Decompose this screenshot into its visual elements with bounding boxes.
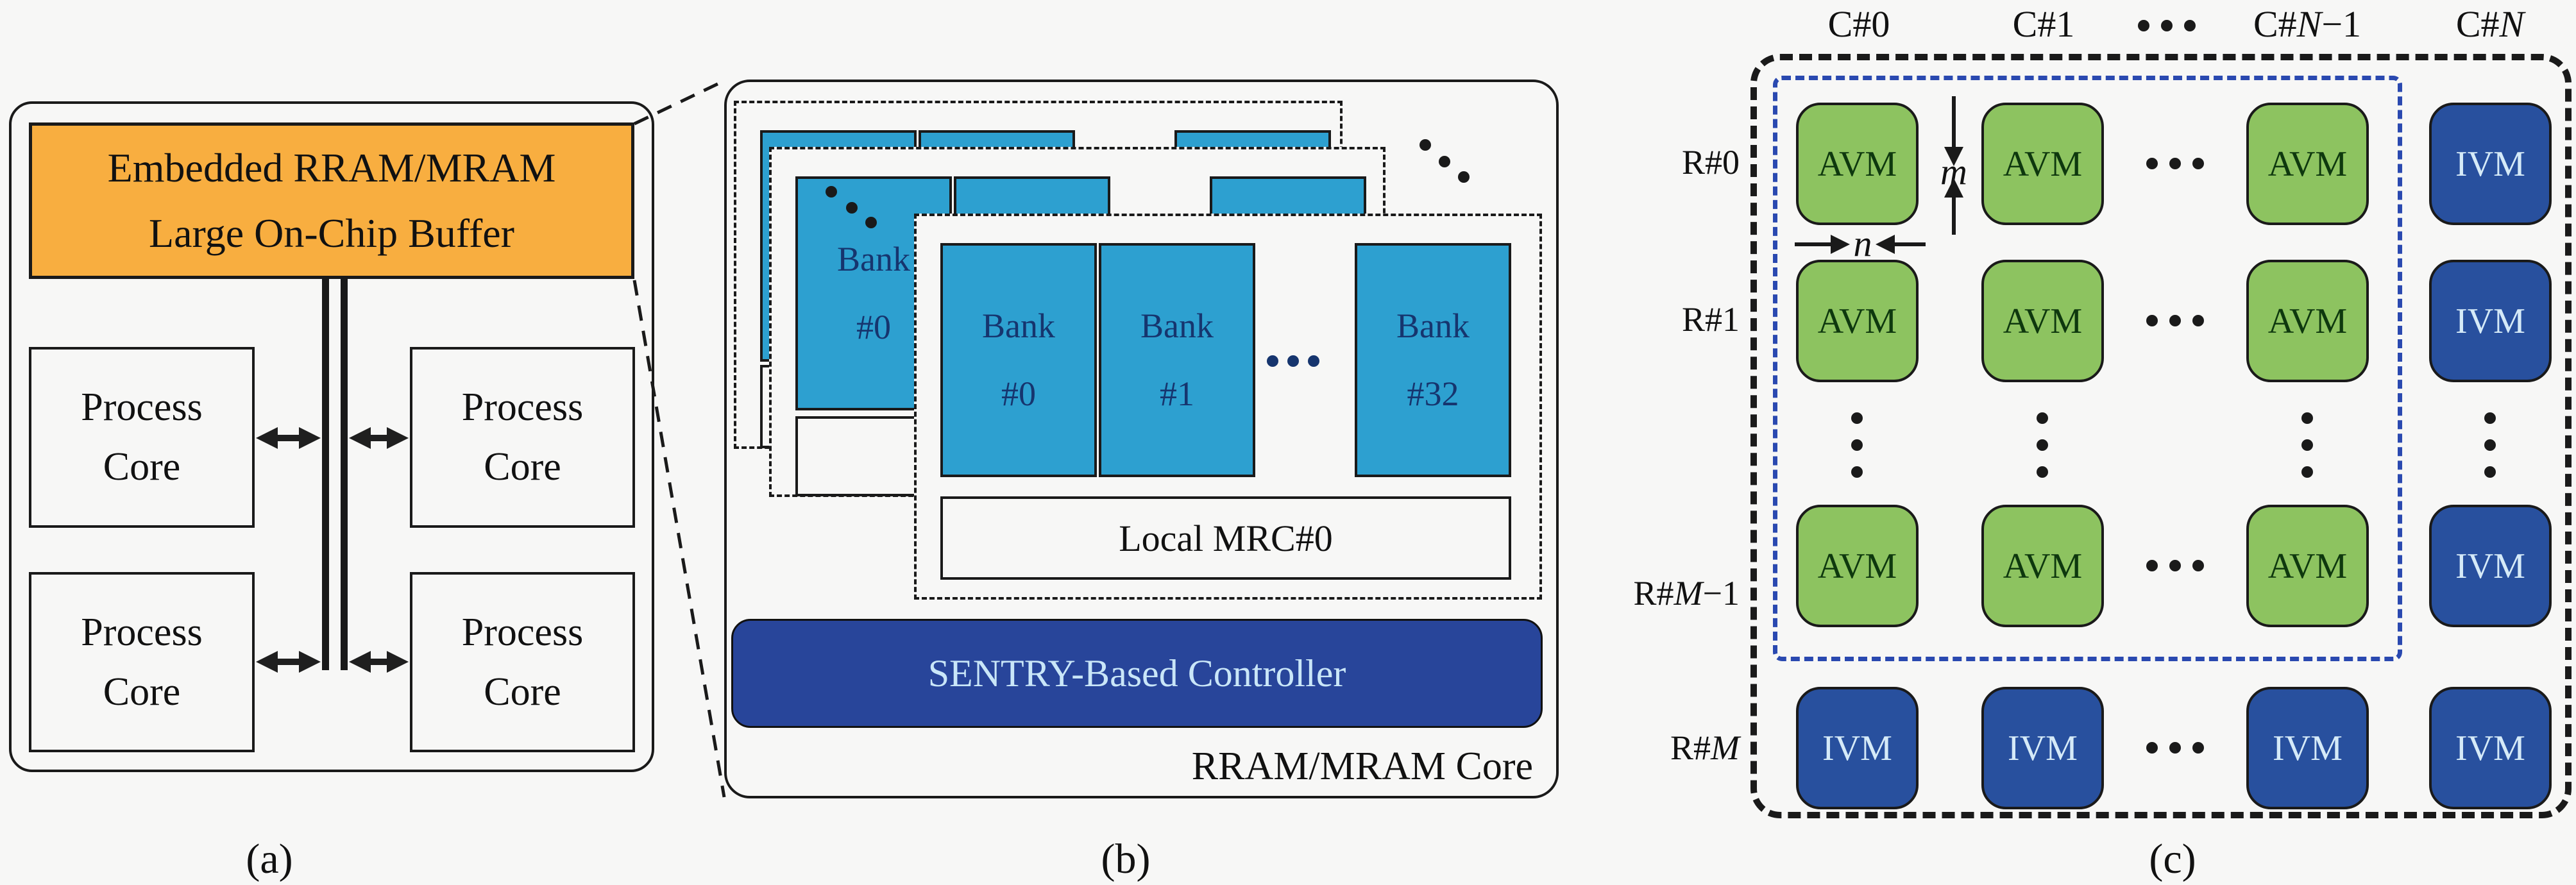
- h-ellipsis-icon-col-labels: [2138, 20, 2196, 31]
- memory-array-outline: [1750, 54, 2572, 818]
- core-label: Core: [484, 670, 561, 714]
- buffer-label-line1: Embedded RRAM/MRAM: [107, 144, 556, 190]
- col-label-cn-1: C#N−1: [2253, 3, 2362, 45]
- col-label-c1: C#1: [2012, 3, 2075, 45]
- core-label: Core: [484, 445, 561, 489]
- bank-group-front: Bank#0 Bank#1 Bank#32 Local MRC#0: [914, 214, 1542, 600]
- ivm-block-r1-cn: IVM: [2429, 260, 2552, 382]
- bank-front-0: Bank#0: [940, 243, 1097, 477]
- core-label: Core: [103, 670, 181, 714]
- process-core-bottom-left: Process Core: [29, 572, 255, 752]
- avm-block-r0-c0: AVM: [1796, 103, 1919, 225]
- col-label-c0: C#0: [1827, 3, 1890, 45]
- dim-label-m: m: [1940, 151, 1967, 192]
- process-core-bottom-right: Process Core: [410, 572, 635, 752]
- row-label-rm-1: R#M−1: [1633, 574, 1740, 612]
- rram-mram-core-label: RRAM/MRAM Core: [1191, 745, 1533, 788]
- col-label-cn: C#N: [2455, 3, 2525, 45]
- caption-panel-a: (a): [246, 836, 293, 882]
- bus-line-left: [322, 279, 329, 670]
- embedded-buffer-block: Embedded RRAM/MRAM Large On-Chip Buffer: [29, 122, 634, 279]
- ivm-block-rm-c1: IVM: [1981, 687, 2104, 809]
- core-label: Process: [81, 610, 203, 654]
- core-label: Core: [103, 445, 181, 489]
- avm-block-r0-cn-1: AVM: [2246, 103, 2369, 225]
- avm-block-rm-1-c0: AVM: [1796, 505, 1919, 627]
- avm-block-rm-1-c1: AVM: [1981, 505, 2104, 627]
- avm-block-r1-c1: AVM: [1981, 260, 2104, 382]
- ivm-block-rm-1-cn: IVM: [2429, 505, 2552, 627]
- bank-front-32: Bank#32: [1355, 243, 1511, 477]
- row-label-rm: R#M: [1670, 729, 1740, 767]
- local-mrc-0: Local MRC#0: [940, 496, 1511, 580]
- process-core-top-left: Process Core: [29, 347, 255, 528]
- bus-line-right: [341, 279, 348, 670]
- ivm-block-rm-cn: IVM: [2429, 687, 2552, 809]
- process-core-top-right: Process Core: [410, 347, 635, 528]
- dim-label-n: n: [1853, 223, 1872, 264]
- row-label-r1: R#1: [1681, 300, 1740, 339]
- bank-front-1: Bank#1: [1099, 243, 1255, 477]
- core-label: Process: [81, 385, 203, 429]
- ivm-block-rm-cn-1: IVM: [2246, 687, 2369, 809]
- ivm-block-r0-cn: IVM: [2429, 103, 2552, 225]
- core-label: Process: [461, 610, 584, 654]
- avm-block-r1-cn-1: AVM: [2246, 260, 2369, 382]
- row-label-r0: R#0: [1681, 143, 1740, 181]
- ivm-block-rm-c0: IVM: [1796, 687, 1919, 809]
- caption-panel-c: (c): [2149, 836, 2196, 882]
- buffer-label-line2: Large On-Chip Buffer: [149, 210, 514, 256]
- avm-block-rm-1-cn-1: AVM: [2246, 505, 2369, 627]
- avm-block-r1-c0: AVM: [1796, 260, 1919, 382]
- caption-panel-b: (b): [1101, 836, 1151, 882]
- avm-region-outline: [1773, 76, 2402, 661]
- avm-block-r0-c1: AVM: [1981, 103, 2104, 225]
- sentry-controller-bar: SENTRY-Based Controller: [731, 619, 1543, 728]
- core-label: Process: [461, 385, 584, 429]
